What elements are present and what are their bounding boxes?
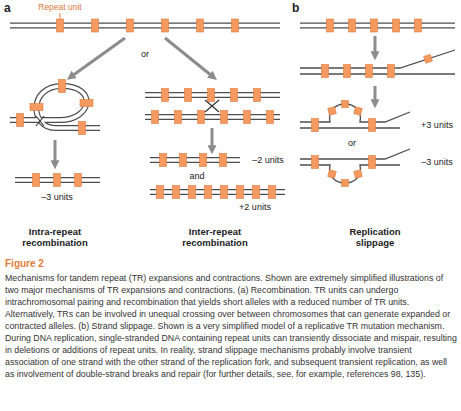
change-label: –2 units <box>252 155 284 165</box>
repeat-unit <box>157 186 164 199</box>
repeat-unit <box>244 111 251 124</box>
crossover-mark <box>36 116 44 126</box>
repeat-unit <box>342 180 349 187</box>
change-label: +2 units <box>239 202 271 212</box>
panel-letter: a <box>4 2 11 16</box>
change-label: –3 units <box>421 157 453 167</box>
dna-loop <box>10 86 100 128</box>
and-label: and <box>189 171 204 181</box>
figure-number: Figure 2 <box>5 258 44 270</box>
pointer-line <box>60 13 61 19</box>
repeat-unit <box>237 186 244 199</box>
repeat-unit <box>189 186 196 199</box>
flow-arrow <box>165 38 212 76</box>
repeat-unit <box>349 19 356 32</box>
repeat-unit <box>92 19 99 32</box>
change-label: –3 units <box>41 192 73 202</box>
repeat-unit <box>342 101 349 108</box>
repeat-unit <box>208 89 215 102</box>
mechanism-label: Inter-repeat recombination <box>170 227 260 249</box>
figure-caption: Mechanisms for tandem repeat (TR) expans… <box>5 272 457 380</box>
repeat-unit <box>322 65 329 78</box>
flow-arrow <box>374 36 377 54</box>
repeat-unit <box>327 19 334 32</box>
crossover-mark <box>205 100 219 112</box>
dna-loop <box>10 86 100 128</box>
flow-arrow <box>211 128 214 148</box>
repeat-unit <box>127 19 134 32</box>
dna-duplex <box>10 24 280 28</box>
repeat-unit <box>162 89 169 102</box>
mechanism-label: Intra-repeat recombination <box>10 227 100 249</box>
flow-arrow <box>72 38 125 76</box>
repeat-unit <box>328 107 337 116</box>
repeat-unit <box>354 107 363 116</box>
repeat-unit <box>160 154 167 167</box>
repeat-unit <box>369 156 376 169</box>
crossover-mark <box>205 100 219 112</box>
repeat-unit <box>175 111 182 124</box>
repeat-unit <box>79 122 86 135</box>
or-label: or <box>141 49 149 59</box>
mechanism-label: Replication slippage <box>335 227 415 249</box>
repeat-unit <box>30 104 43 111</box>
dna-duplex <box>145 115 280 119</box>
repeat-unit <box>17 114 24 127</box>
dna-duplex <box>150 190 285 194</box>
repeat-unit <box>267 111 274 124</box>
repeat-unit <box>173 186 180 199</box>
repeat-unit <box>59 80 66 93</box>
repeat-unit <box>198 111 205 124</box>
repeat-unit <box>180 154 187 167</box>
repeat-unit <box>269 186 276 199</box>
repeat-unit <box>371 19 378 32</box>
repeat-unit <box>33 174 40 187</box>
repeat-unit <box>424 54 433 63</box>
repeat-unit <box>354 170 363 179</box>
repeat-unit <box>312 156 319 169</box>
repeat-unit <box>366 65 373 78</box>
repeat-unit <box>152 111 159 124</box>
repeat-unit <box>231 89 238 102</box>
repeat-unit <box>415 19 422 32</box>
repeat-unit <box>221 111 228 124</box>
or-label: or <box>348 138 356 148</box>
flow-arrow <box>374 86 377 102</box>
flow-arrow <box>54 140 57 163</box>
repeat-unit <box>197 19 204 32</box>
repeat-unit-label: Repeat unit <box>38 3 81 13</box>
dna-duplex <box>10 23 280 29</box>
repeat-unit <box>220 154 227 167</box>
repeat-unit <box>185 89 192 102</box>
change-label: +3 units <box>421 120 453 130</box>
repeat-unit <box>221 186 228 199</box>
repeat-unit <box>80 100 93 107</box>
repeat-unit <box>369 119 376 132</box>
repeat-unit <box>54 174 61 187</box>
dna-duplex <box>145 114 280 120</box>
repeat-unit <box>253 186 260 199</box>
illustration <box>0 0 461 260</box>
repeat-unit <box>75 174 82 187</box>
repeat-unit <box>232 19 239 32</box>
repeat-unit <box>388 65 395 78</box>
dna-duplex <box>150 189 285 195</box>
repeat-unit <box>328 170 337 179</box>
repeat-unit <box>57 19 64 32</box>
repeat-unit <box>344 65 351 78</box>
panel-letter: b <box>292 2 299 16</box>
repeat-unit <box>393 19 400 32</box>
repeat-unit <box>162 19 169 32</box>
repeat-unit <box>205 186 212 199</box>
crossover-mark <box>36 116 44 126</box>
repeat-unit <box>254 89 261 102</box>
repeat-unit <box>312 119 319 132</box>
repeat-unit <box>200 154 207 167</box>
